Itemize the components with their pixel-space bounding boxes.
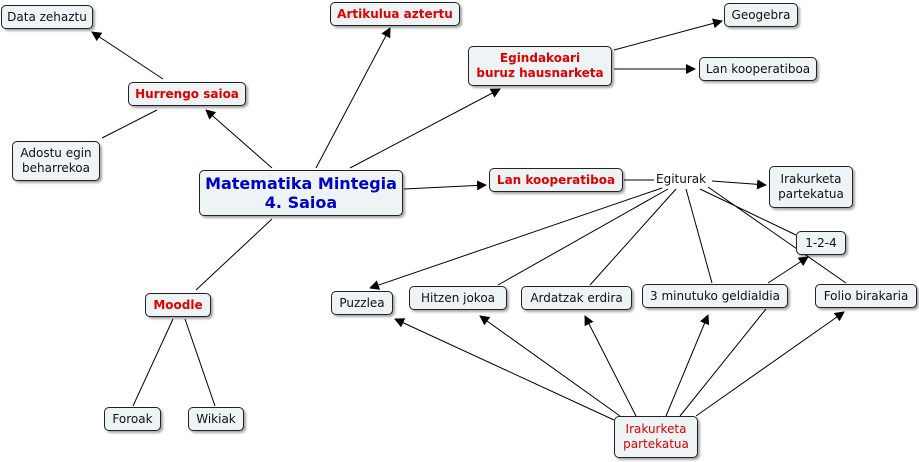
- edge-hurrengo-data: [91, 31, 164, 80]
- node-main-topic[interactable]: Matematika Mintegia 4. Saioa: [199, 170, 403, 216]
- node-egindakoari[interactable]: Egindakoari buruz hausnarketa: [468, 46, 612, 86]
- edge-irak-ardatzak: [584, 315, 637, 417]
- edge-egindakoari-geogebra: [613, 18, 723, 51]
- edge-egiturak-124: [699, 188, 797, 236]
- node-irakurketa-partekatua-top[interactable]: Irakurketa partekatua: [769, 166, 853, 208]
- edge-egiturak-ardatzak: [589, 188, 677, 286]
- node-adostu-egin-beharrekoa[interactable]: Adostu egin beharrekoa: [12, 141, 100, 181]
- node-moodle[interactable]: Moodle: [145, 293, 211, 317]
- node-foroak[interactable]: Foroak: [104, 407, 161, 431]
- edge-main-artikulua: [315, 27, 391, 169]
- node-hurrengo-saioa[interactable]: Hurrengo saioa: [128, 82, 246, 106]
- edge-main-hurrengo: [205, 109, 273, 169]
- edge-main-lankoop: [403, 180, 487, 191]
- node-irakurketa-partekatua-bottom[interactable]: Irakurketa partekatua: [614, 416, 698, 458]
- edge-moodle-wikiak: [184, 318, 216, 407]
- edge-irak-hiru: [665, 314, 710, 417]
- edge-irak-puzzlea: [394, 318, 615, 421]
- node-puzzlea[interactable]: Puzzlea: [331, 291, 393, 315]
- node-lan-kooperatiboa-mid[interactable]: Lan kooperatiboa: [489, 168, 623, 192]
- edge-egiturak-folio: [707, 186, 847, 284]
- node-ardatzak-erdira[interactable]: Ardatzak erdira: [521, 286, 632, 310]
- node-data-zehaztu[interactable]: Data zehaztu: [1, 5, 93, 29]
- node-wikiak[interactable]: Wikiak: [188, 407, 244, 431]
- edge-egiturak-hiru: [685, 188, 713, 284]
- node-hitzen-jokoa[interactable]: Hitzen jokoa: [409, 286, 507, 310]
- label-egiturak[interactable]: Egiturak: [654, 172, 709, 187]
- edge-irak-folio: [695, 311, 845, 417]
- node-artikulua-aztertu[interactable]: Artikulua aztertu: [330, 2, 460, 26]
- edge-irak-hitzen: [479, 315, 621, 417]
- edge-hiru-124: [767, 256, 809, 284]
- node-1-2-4[interactable]: 1-2-4: [796, 231, 846, 255]
- node-3-minutuko-geldialdia[interactable]: 3 minutuko geldialdia: [642, 284, 788, 308]
- edge-main-moodle: [195, 218, 273, 291]
- node-lan-kooperatiboa-top[interactable]: Lan kooperatiboa: [699, 57, 817, 81]
- edge-egiturak-hitzen: [497, 188, 669, 286]
- edge-main-egindakoari: [349, 88, 501, 169]
- edge-egiturak-irakurketa: [711, 179, 767, 190]
- edge-hurrengo-adostu: [101, 109, 158, 139]
- edge-moodle-foroak: [132, 318, 174, 407]
- node-folio-birakaria[interactable]: Folio birakaria: [815, 284, 917, 308]
- edge-irak-124: [679, 308, 767, 417]
- node-geogebra[interactable]: Geogebra: [724, 3, 798, 27]
- edge-egiturak-puzzlea: [369, 187, 663, 290]
